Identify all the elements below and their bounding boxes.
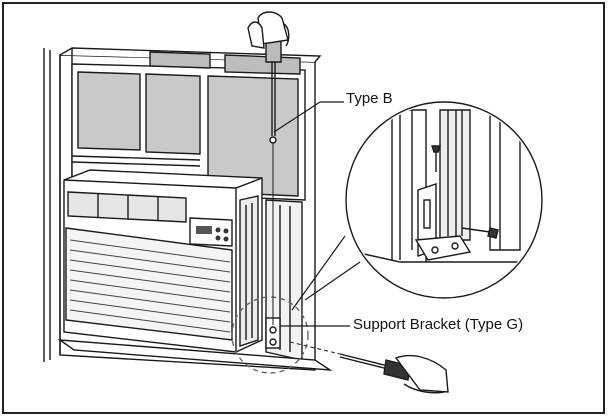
type-b-label: Type B: [346, 90, 393, 107]
screwdriver-bottom: [289, 341, 449, 394]
support-bracket-label: Support Bracket (Type G): [353, 316, 524, 333]
window-pane: [77, 71, 141, 151]
screwdriver-top: [247, 11, 290, 325]
callout-lines: [273, 101, 361, 327]
detail-inset: [345, 101, 543, 299]
support-bracket: [231, 296, 309, 374]
window-pane: [145, 73, 201, 155]
air-conditioner-unit: [63, 169, 263, 353]
diagram-border: [2, 2, 605, 414]
